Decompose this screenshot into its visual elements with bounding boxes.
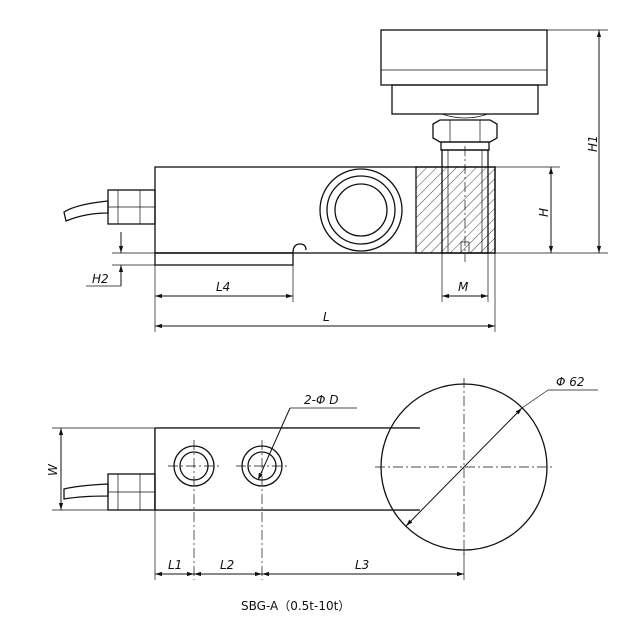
dim-l4: L4 <box>216 280 230 294</box>
mounting-strip <box>154 252 294 266</box>
model-caption: SBG-A（0.5t-10t） <box>241 599 350 613</box>
dim-h: H <box>537 208 551 217</box>
sensing-hole-ring <box>326 175 396 245</box>
hex-nut <box>432 119 498 143</box>
load-cap <box>380 29 548 86</box>
cable <box>63 200 109 222</box>
load-cap-base <box>391 84 539 115</box>
sensing-hole-outer <box>319 168 403 252</box>
sensing-hole-inner <box>334 183 388 237</box>
dim-h1: H1 <box>586 135 600 152</box>
dim-diameter: Φ 62 <box>556 375 585 389</box>
plan-view: Φ 62 2-Φ D W L1 L2 L3 <box>46 375 598 580</box>
dim-hole-spec: 2-Φ D <box>304 393 338 407</box>
dim-h2: H2 <box>92 272 109 286</box>
dim-l2: L2 <box>220 558 234 572</box>
section-hatch <box>416 167 495 253</box>
cable-plan <box>63 483 109 500</box>
dim-l: L <box>323 310 330 324</box>
dim-w: W <box>46 463 60 476</box>
side-view: H1 H H2 L4 M L <box>63 29 608 332</box>
dim-m: M <box>458 280 469 294</box>
dim-l1: L1 <box>168 558 182 572</box>
dim-l3: L3 <box>355 558 369 572</box>
